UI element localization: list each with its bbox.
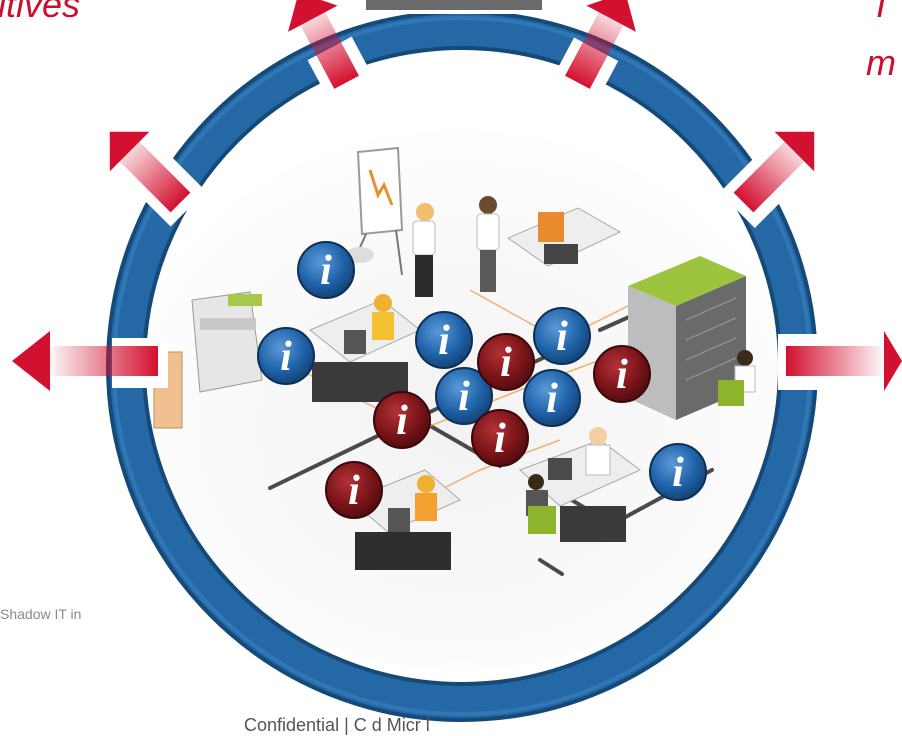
footnote: Shadow IT in bbox=[0, 606, 82, 622]
svg-text:i: i bbox=[280, 334, 292, 380]
arrow-top-right bbox=[552, 0, 636, 102]
heading-right-bottom: m bbox=[866, 42, 896, 83]
info-icon: i bbox=[523, 369, 581, 427]
info-icon: i bbox=[297, 241, 355, 299]
footer-confidential: Confidential | C d Micr l bbox=[244, 715, 430, 735]
info-icon-red: i bbox=[471, 409, 529, 467]
info-icons: i i i i i i i i i i i i bbox=[257, 241, 707, 519]
svg-text:i: i bbox=[396, 398, 408, 444]
arrow-left bbox=[12, 331, 168, 391]
desk-left-woman bbox=[309, 294, 421, 402]
arrow-right bbox=[778, 331, 902, 391]
info-icon: i bbox=[257, 327, 315, 385]
info-icon-red: i bbox=[593, 345, 651, 403]
svg-text:i: i bbox=[546, 376, 558, 422]
info-icon: i bbox=[649, 443, 707, 501]
arrow-upper-left bbox=[109, 131, 206, 227]
person-at-server bbox=[718, 350, 756, 406]
svg-text:i: i bbox=[672, 450, 684, 496]
person-standing-woman bbox=[412, 203, 436, 297]
flip-chart bbox=[346, 146, 404, 276]
svg-text:i: i bbox=[458, 374, 470, 420]
svg-text:i: i bbox=[494, 416, 506, 462]
desk-top-right bbox=[506, 207, 622, 267]
info-icon: i bbox=[415, 311, 473, 369]
svg-text:i: i bbox=[438, 318, 450, 364]
info-icon: i bbox=[533, 307, 591, 365]
desk-right-team bbox=[519, 427, 641, 542]
info-icon-red: i bbox=[325, 461, 383, 519]
svg-text:i: i bbox=[320, 248, 332, 294]
info-icon-red: i bbox=[373, 391, 431, 449]
info-icon: i bbox=[435, 367, 493, 425]
svg-text:i: i bbox=[556, 314, 568, 360]
svg-text:i: i bbox=[500, 340, 512, 386]
top-tab bbox=[366, 0, 542, 10]
arrows bbox=[12, 0, 902, 391]
arrow-top-left bbox=[288, 0, 374, 101]
heading-right-top: I bbox=[876, 0, 887, 25]
svg-text:i: i bbox=[616, 352, 628, 398]
person-on-phone bbox=[476, 196, 500, 292]
desk-center-bottom bbox=[349, 469, 461, 570]
info-icon-red: i bbox=[477, 333, 535, 391]
heading-left: itives bbox=[0, 0, 81, 25]
svg-text:i: i bbox=[348, 468, 360, 514]
arrow-upper-right bbox=[719, 131, 815, 228]
